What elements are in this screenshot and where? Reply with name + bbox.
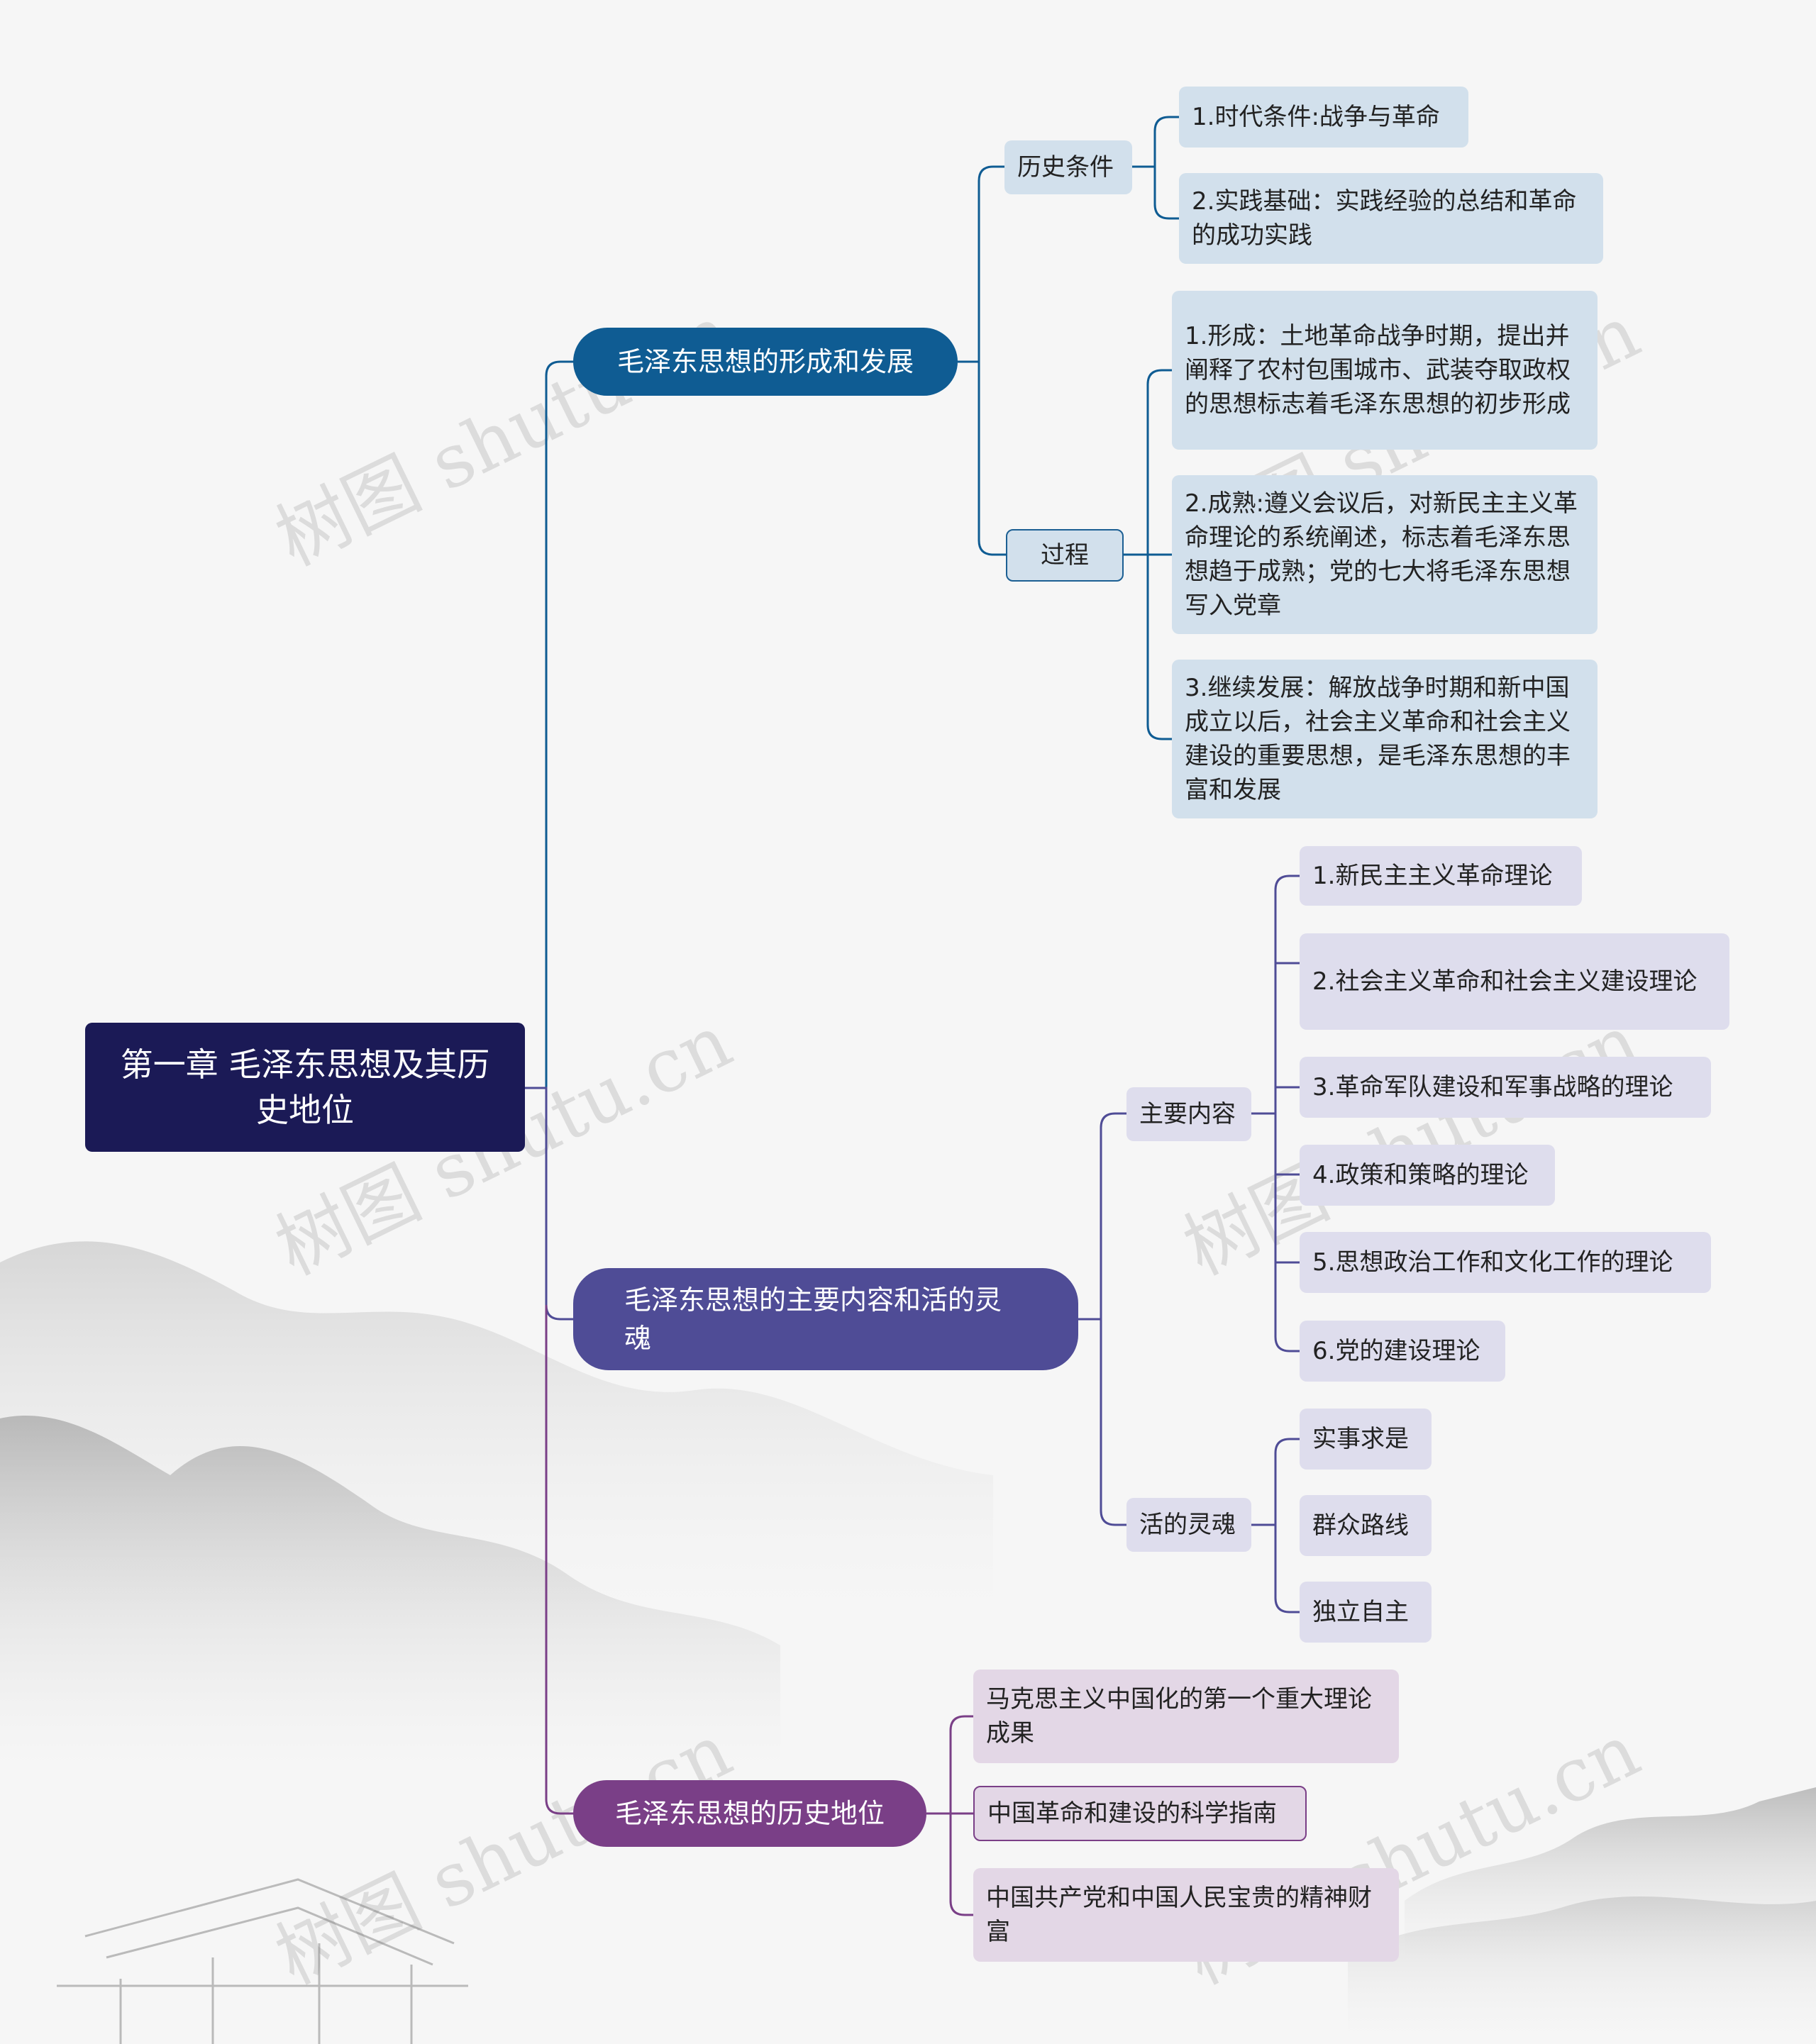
link-process-items [1124,369,1172,740]
leaf-main-6[interactable]: 6.党的建设理论 [1300,1321,1505,1382]
leaf-main-2[interactable]: 2.社会主义革命和社会主义建设理论 [1300,933,1729,1030]
right-hills [1348,1896,1816,2044]
pavilion-sketch [57,1878,468,2044]
link-b3-items [926,1715,973,1916]
leaf-main-4[interactable]: 4.政策和策略的理论 [1300,1145,1555,1206]
branch-label: 毛泽东思想的历史地位 [614,1798,885,1829]
link-b1-history [958,165,1006,363]
leaf-label: 3.革命军队建设和军事战略的理论 [1312,1073,1673,1101]
leaf-label: 1.形成：土地革命战争时期，提出并阐释了农村包围城市、武装夺取政权的思想标志着毛… [1185,322,1571,418]
subtopic-label: 过程 [1041,541,1089,570]
subtopic-label: 历史条件 [1017,153,1114,182]
leaf-soul-3[interactable]: 独立自主 [1300,1582,1432,1643]
leaf-status-2[interactable]: 中国革命和建设的科学指南 [973,1786,1307,1841]
leaf-process-2[interactable]: 2.成熟:遵义会议后，对新民主主义革命理论的系统阐述，标志着毛泽东思想趋于成熟；… [1172,475,1598,634]
leaf-label: 2.实践基础：实践经验的总结和革命的成功实践 [1192,187,1577,250]
subtopic-historical-conditions[interactable]: 历史条件 [1004,140,1132,194]
branch-historical-status[interactable]: 毛泽东思想的历史地位 [573,1780,926,1847]
leaf-main-1[interactable]: 1.新民主主义革命理论 [1300,846,1582,906]
link-root-b1 [525,360,575,1089]
leaf-label: 2.成熟:遵义会议后，对新民主主义革命理论的系统阐述，标志着毛泽东思想趋于成熟；… [1185,489,1578,620]
leaf-label: 1.时代条件:战争与革命 [1192,103,1440,131]
branch-formation-development[interactable]: 毛泽东思想的形成和发展 [573,328,958,396]
link-history-items [1132,116,1179,220]
near-mountains [0,1416,780,1773]
leaf-status-1[interactable]: 马克思主义中国化的第一个重大理论成果 [973,1670,1399,1763]
link-b2-main [1078,1112,1126,1321]
link-root-b3 [545,1305,575,1815]
subtopic-label: 活的灵魂 [1139,1511,1236,1539]
root-topic[interactable]: 第一章 毛泽东思想及其历史地位 [85,1023,525,1152]
leaf-label: 5.思想政治工作和文化工作的理论 [1312,1248,1673,1277]
branch-main-content-living-soul[interactable]: 毛泽东思想的主要内容和活的灵魂 [573,1268,1078,1370]
leaf-label: 3.继续发展：解放战争时期和新中国成立以后，社会主义革命和社会主义建设的重要思想… [1185,674,1571,804]
branch-label: 毛泽东思想的形成和发展 [616,346,914,377]
leaf-soul-1[interactable]: 实事求是 [1300,1409,1432,1470]
leaf-label: 1.新民主主义革命理论 [1312,862,1553,890]
leaf-label: 马克思主义中国化的第一个重大理论成果 [986,1685,1372,1748]
leaf-label: 独立自主 [1312,1598,1409,1626]
leaf-history-1[interactable]: 1.时代条件:战争与革命 [1179,87,1468,148]
link-b1-process [978,362,1006,556]
leaf-label: 2.社会主义革命和社会主义建设理论 [1312,967,1698,996]
leaf-label: 中国共产党和中国人民宝贵的精神财富 [986,1884,1372,1946]
leaf-label: 4.政策和策略的理论 [1312,1161,1529,1189]
leaf-process-3[interactable]: 3.继续发展：解放战争时期和新中国成立以后，社会主义革命和社会主义建设的重要思想… [1172,660,1598,818]
subtopic-living-soul[interactable]: 活的灵魂 [1126,1498,1251,1552]
leaf-label: 中国革命和建设的科学指南 [987,1799,1277,1828]
leaf-label: 实事求是 [1312,1425,1409,1453]
branch-label: 毛泽东思想的主要内容和活的灵魂 [624,1284,1002,1354]
subtopic-label: 主要内容 [1139,1100,1236,1128]
leaf-label: 群众路线 [1312,1511,1409,1540]
link-soul-items [1251,1438,1300,1613]
subtopic-main-content[interactable]: 主要内容 [1126,1087,1251,1141]
leaf-status-3[interactable]: 中国共产党和中国人民宝贵的精神财富 [973,1868,1399,1962]
leaf-main-5[interactable]: 5.思想政治工作和文化工作的理论 [1300,1232,1711,1293]
leaf-history-2[interactable]: 2.实践基础：实践经验的总结和革命的成功实践 [1179,173,1603,264]
link-main-items [1251,874,1300,1353]
link-b2-soul [1100,1319,1126,1526]
leaf-process-1[interactable]: 1.形成：土地革命战争时期，提出并阐释了农村包围城市、武装夺取政权的思想标志着毛… [1172,291,1598,450]
root-topic-label: 第一章 毛泽东思想及其历史地位 [120,1045,490,1129]
leaf-label: 6.党的建设理论 [1312,1337,1480,1365]
leaf-soul-2[interactable]: 群众路线 [1300,1495,1432,1556]
subtopic-process[interactable]: 过程 [1006,529,1124,582]
link-root-b2 [525,1087,575,1321]
leaf-main-3[interactable]: 3.革命军队建设和军事战略的理论 [1300,1057,1711,1118]
